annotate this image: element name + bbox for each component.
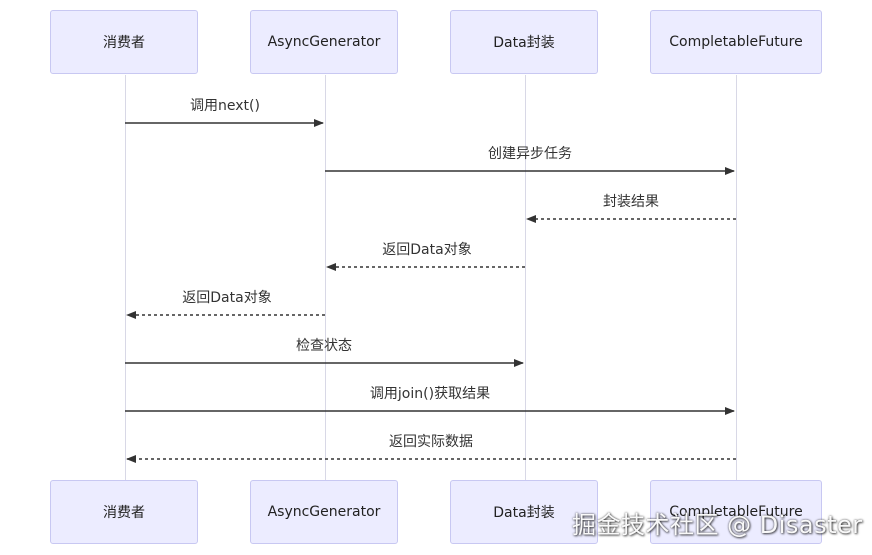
message-label-check-status: 检查状态 [296, 338, 352, 354]
participant-completable-future-top: CompletableFuture [650, 10, 822, 74]
participant-label: Data封装 [493, 505, 555, 521]
lifeline-data-wrapper [525, 75, 526, 480]
participant-label: 消费者 [103, 35, 145, 51]
participant-label: CompletableFuture [669, 34, 803, 50]
participant-label: AsyncGenerator [267, 34, 381, 50]
participant-completable-future-bottom: CompletableFuture [650, 480, 822, 544]
message-label-create-async-task: 创建异步任务 [488, 146, 572, 162]
participant-label: AsyncGenerator [267, 504, 381, 520]
participant-data-wrapper-bottom: Data封装 [450, 480, 598, 544]
lifeline-consumer [125, 75, 126, 480]
participant-data-wrapper-top: Data封装 [450, 10, 598, 74]
message-label-next: 调用next() [190, 98, 260, 114]
participant-label: Data封装 [493, 35, 555, 51]
lifeline-completable-future [736, 75, 737, 480]
message-label-join: 调用join()获取结果 [369, 386, 491, 402]
participant-label: 消费者 [103, 505, 145, 521]
lifeline-async-generator [325, 75, 326, 480]
participant-async-generator-top: AsyncGenerator [250, 10, 398, 74]
message-label-return-actual-data: 返回实际数据 [389, 434, 473, 450]
message-label-return-data-1: 返回Data对象 [382, 242, 472, 258]
participant-async-generator-bottom: AsyncGenerator [250, 480, 398, 544]
watermark: 掘金技术社区 @ Disaster [572, 511, 863, 539]
message-label-return-data-2: 返回Data对象 [182, 290, 272, 306]
participant-consumer-top: 消费者 [50, 10, 198, 74]
message-label-wrap-result: 封装结果 [603, 194, 659, 210]
participant-label: CompletableFuture [669, 504, 803, 520]
participant-consumer-bottom: 消费者 [50, 480, 198, 544]
